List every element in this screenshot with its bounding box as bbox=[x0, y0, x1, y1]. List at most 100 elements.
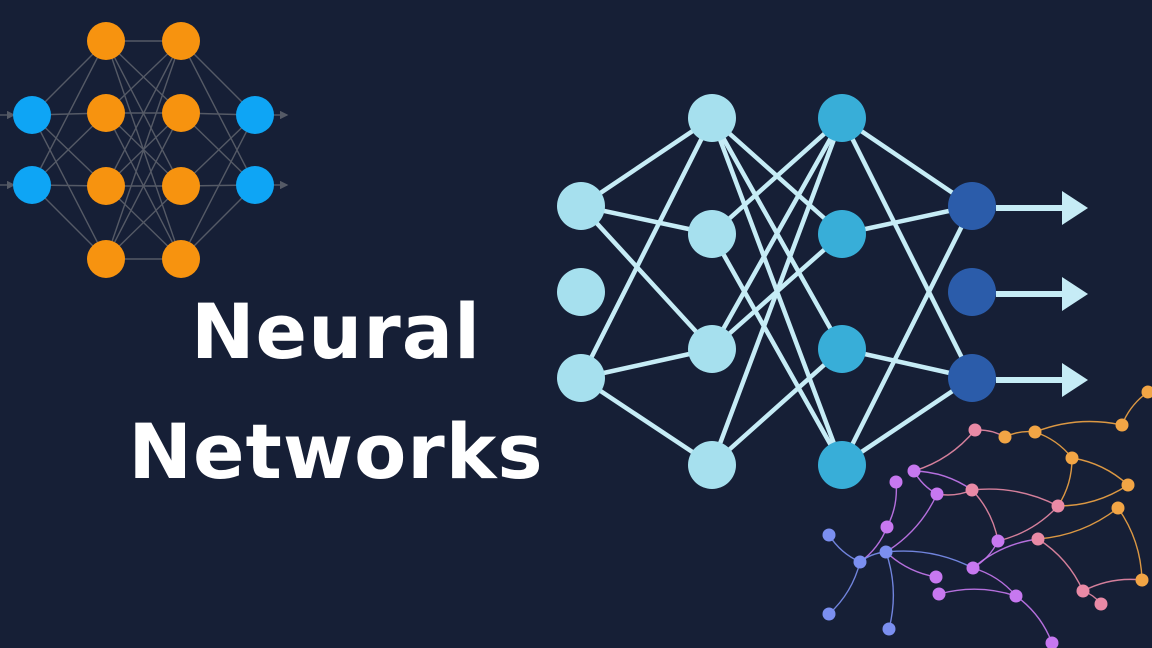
graph-edge bbox=[1037, 507, 1119, 540]
edge bbox=[31, 114, 107, 260]
edge bbox=[839, 203, 975, 468]
graph-node bbox=[968, 423, 982, 437]
graph-edge bbox=[913, 429, 976, 472]
graph-edge bbox=[1015, 595, 1053, 644]
graph-node bbox=[1051, 499, 1065, 513]
edge bbox=[578, 115, 715, 209]
node bbox=[162, 94, 200, 132]
graph-edge bbox=[885, 551, 937, 578]
graph-node bbox=[1141, 385, 1152, 399]
large-neural-network-icon bbox=[557, 94, 996, 489]
node bbox=[818, 94, 866, 142]
graph-node bbox=[889, 475, 903, 489]
node bbox=[162, 167, 200, 205]
edge bbox=[180, 40, 256, 186]
graph-edge bbox=[938, 588, 1017, 597]
node bbox=[87, 167, 125, 205]
graph-node bbox=[880, 520, 894, 534]
edge bbox=[709, 115, 845, 352]
node bbox=[818, 210, 866, 258]
graph-edge bbox=[972, 538, 1039, 569]
node bbox=[688, 94, 736, 142]
small-neural-network-icon bbox=[0, 22, 289, 278]
graph-node bbox=[1121, 478, 1135, 492]
graph-edge bbox=[997, 505, 1059, 542]
graph-edge bbox=[885, 551, 895, 630]
graph-node bbox=[1135, 573, 1149, 587]
graph-node bbox=[932, 587, 946, 601]
edge bbox=[578, 203, 715, 352]
graph-node bbox=[1028, 425, 1042, 439]
node bbox=[948, 268, 996, 316]
graph-edge bbox=[1057, 484, 1129, 507]
edge bbox=[578, 375, 715, 468]
node bbox=[818, 441, 866, 489]
graph-edge bbox=[913, 470, 973, 491]
graph-edge bbox=[972, 567, 1017, 597]
graph-node bbox=[930, 487, 944, 501]
edge bbox=[839, 115, 975, 381]
node bbox=[818, 325, 866, 373]
edge bbox=[180, 114, 256, 260]
graph-node bbox=[822, 607, 836, 621]
edge bbox=[105, 40, 182, 260]
graph-edge bbox=[971, 488, 1059, 507]
graph-node bbox=[822, 528, 836, 542]
graph-edge bbox=[1057, 457, 1073, 507]
graph-node bbox=[1094, 597, 1108, 611]
graph-edge bbox=[971, 489, 999, 542]
graph-node bbox=[1065, 451, 1079, 465]
graph-node bbox=[879, 545, 893, 559]
edge bbox=[709, 115, 845, 468]
edge bbox=[578, 115, 715, 381]
graph-edge bbox=[1082, 578, 1143, 592]
edge bbox=[839, 115, 975, 209]
edge bbox=[839, 375, 975, 468]
output-arrow-icon bbox=[1062, 277, 1088, 311]
graph-node bbox=[1115, 418, 1129, 432]
node bbox=[688, 210, 736, 258]
graph-node bbox=[929, 570, 943, 584]
node bbox=[13, 166, 51, 204]
graph-edge bbox=[1071, 457, 1129, 486]
node bbox=[557, 268, 605, 316]
edge bbox=[105, 112, 182, 260]
graph-edge bbox=[885, 550, 974, 569]
graph-node bbox=[853, 555, 867, 569]
node bbox=[87, 240, 125, 278]
graph-node bbox=[907, 464, 921, 478]
output-arrow-icon bbox=[1062, 363, 1088, 397]
graph-node bbox=[1009, 589, 1023, 603]
graph-edge bbox=[828, 561, 861, 615]
output-arrows bbox=[996, 191, 1088, 397]
node bbox=[236, 166, 274, 204]
node bbox=[557, 354, 605, 402]
node bbox=[948, 354, 996, 402]
graph-edge bbox=[1117, 507, 1143, 581]
node bbox=[87, 94, 125, 132]
graph-node bbox=[882, 622, 896, 636]
node bbox=[13, 96, 51, 134]
edge bbox=[31, 40, 107, 186]
graph-edge bbox=[1034, 431, 1073, 459]
graph-node bbox=[1045, 636, 1059, 648]
node bbox=[87, 22, 125, 60]
edge bbox=[709, 346, 845, 468]
output-arrow-icon bbox=[1062, 191, 1088, 225]
edge bbox=[709, 231, 845, 468]
edge bbox=[105, 40, 182, 187]
node bbox=[162, 240, 200, 278]
graph-node bbox=[1076, 584, 1090, 598]
node bbox=[162, 22, 200, 60]
node-graph-icon bbox=[822, 385, 1152, 648]
edge bbox=[709, 115, 845, 237]
title-line-1: Neural bbox=[190, 287, 482, 376]
graph-node bbox=[965, 483, 979, 497]
node bbox=[557, 182, 605, 230]
node bbox=[948, 182, 996, 230]
graph-edge bbox=[885, 493, 938, 553]
graph-edge bbox=[886, 481, 898, 528]
graph-node bbox=[998, 430, 1012, 444]
graph-node bbox=[966, 561, 980, 575]
